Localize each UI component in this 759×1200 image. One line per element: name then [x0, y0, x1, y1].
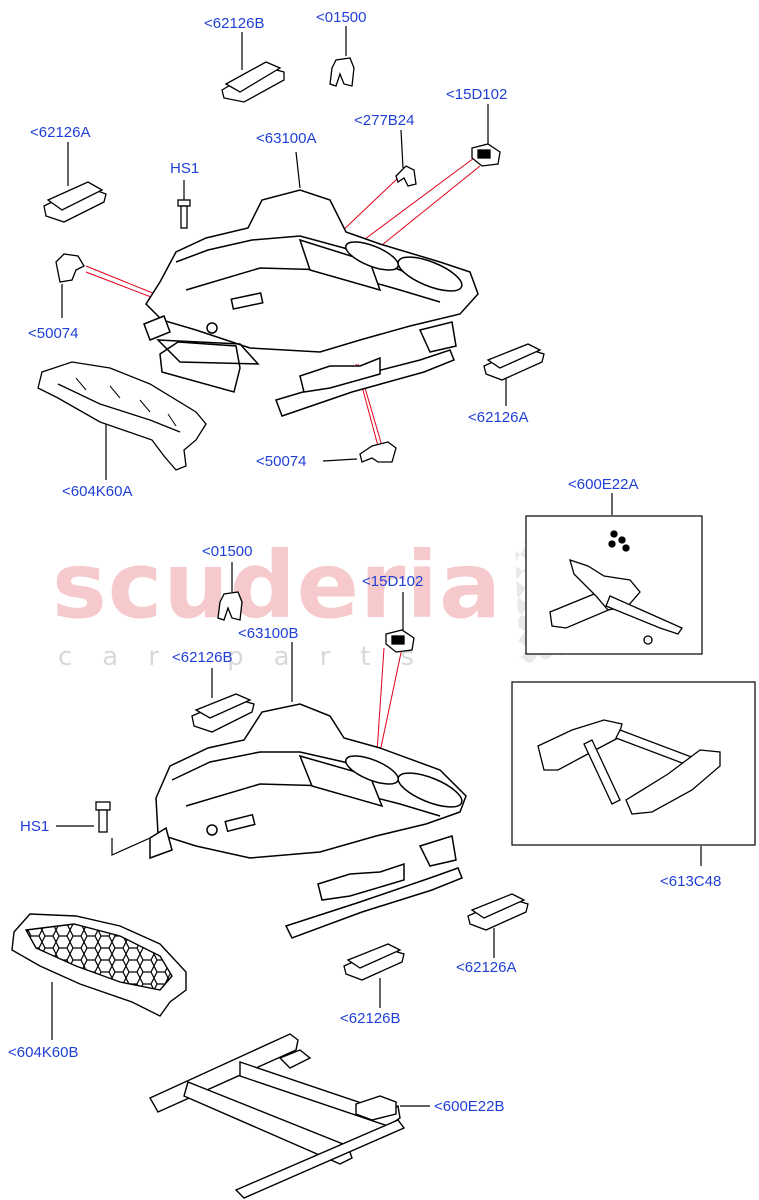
label-01500-mid: <01500	[202, 543, 253, 560]
label-600E22A: <600E22A	[568, 476, 639, 493]
bracket-277B24	[395, 165, 417, 187]
label-62126A-mid: <62126A	[468, 409, 529, 426]
clip-62126A-mid	[483, 343, 545, 381]
clip-01500-top	[329, 57, 355, 87]
detail-box-613C48	[511, 681, 756, 846]
clip-15D102-top	[471, 143, 501, 167]
label-604K60B: <604K60B	[8, 1044, 79, 1061]
label-62126A-top: <62126A	[30, 124, 91, 141]
label-63100A: <63100A	[256, 130, 317, 147]
clip-62126B-bot	[343, 943, 405, 981]
clip-15D102-mid	[385, 629, 415, 653]
label-62126B-mid: <62126B	[172, 649, 233, 666]
clip-62126A-top	[43, 181, 107, 223]
detail-box-600E22A	[525, 515, 703, 655]
clip-62126B-top	[221, 61, 285, 103]
watermark-tagline: car parts	[58, 642, 445, 672]
label-277B24: <277B24	[354, 112, 415, 129]
seat-frame-63100A	[143, 189, 479, 417]
watermark-brand: scuderia	[52, 532, 503, 639]
clip-62126A-bot	[467, 893, 529, 931]
label-62126A-bot: <62126A	[456, 959, 517, 976]
label-01500-top: <01500	[316, 9, 367, 26]
label-600E22B: <600E22B	[434, 1098, 505, 1115]
clip-01500-mid	[217, 591, 243, 621]
label-613C48: <613C48	[660, 873, 722, 890]
label-63100B: <63100B	[238, 625, 299, 642]
bolt-HS1-bot	[95, 801, 111, 833]
seat-frame-63100B	[149, 703, 467, 939]
label-HS1-top: HS1	[170, 160, 200, 177]
bracket-50074-mid	[359, 441, 397, 463]
guide-604K60B	[11, 913, 187, 1017]
leader-lines	[51, 26, 702, 1107]
label-15D102-top: <15D102	[446, 86, 508, 103]
frame-600E22B	[149, 1033, 406, 1199]
label-15D102-mid: <15D102	[362, 573, 424, 590]
label-62126B-top: <62126B	[204, 15, 265, 32]
label-604K60A: <604K60A	[62, 483, 133, 500]
label-50074-mid: <50074	[256, 453, 307, 470]
clip-62126B-mid	[191, 693, 255, 733]
guide-604K60A	[37, 361, 207, 471]
label-62126B-bot: <62126B	[340, 1010, 401, 1027]
label-HS1-bot: HS1	[20, 818, 50, 835]
bolt-HS1-top	[177, 199, 191, 229]
label-50074-left: <50074	[28, 325, 79, 342]
bracket-50074-left	[55, 253, 85, 283]
